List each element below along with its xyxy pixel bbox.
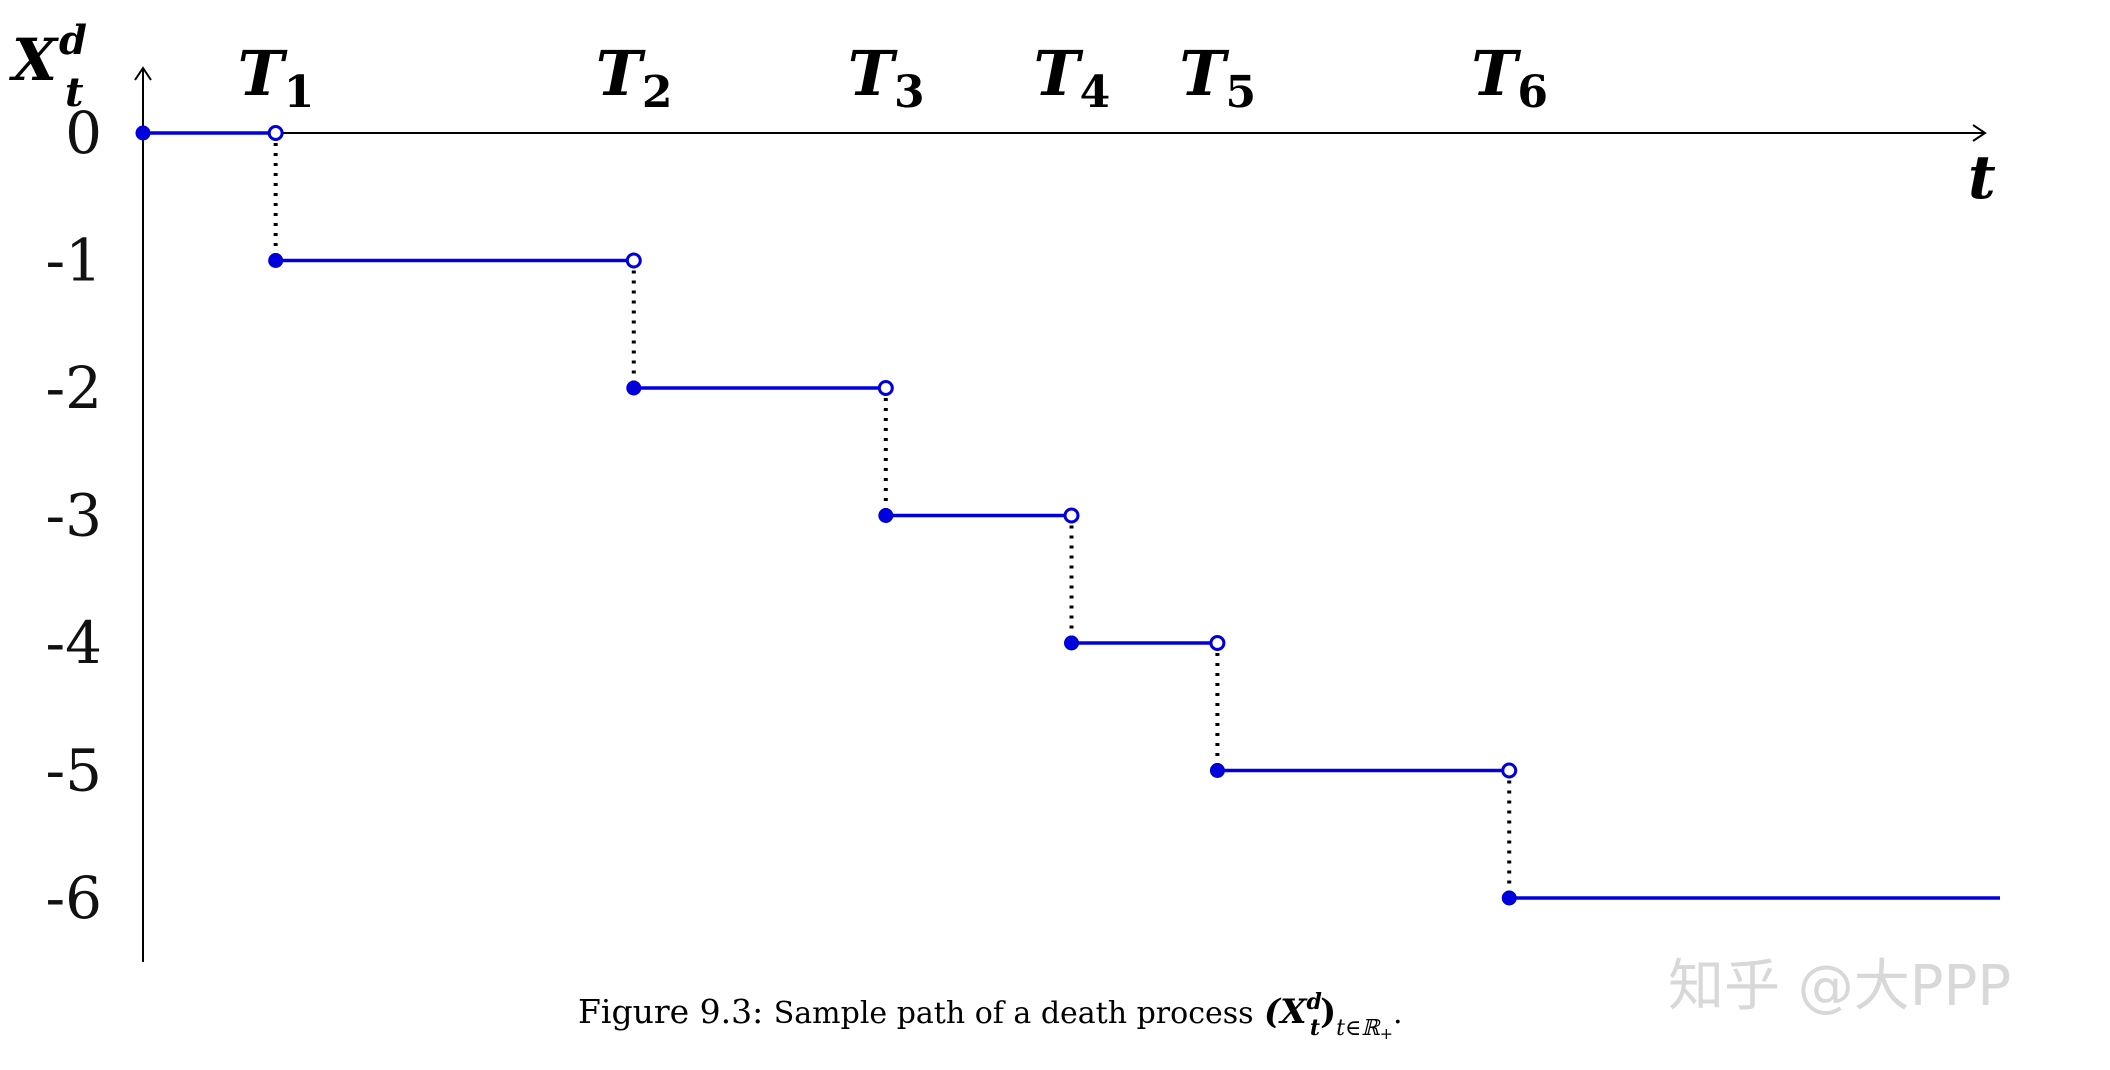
jump-time-label: T4 [1034, 37, 1111, 118]
watermark-text: 知乎 @大PPP [1668, 954, 2011, 1019]
y-axis-arrowhead [134, 66, 152, 81]
closed-endpoint-marker [878, 508, 894, 523]
y-axis-label-main: X [8, 26, 59, 94]
axes [134, 66, 1987, 962]
jump-time-label-main: T [596, 37, 646, 110]
jump-time-label-sub: 3 [894, 67, 925, 118]
jump-time-label-sub: 4 [1080, 67, 1111, 118]
jump-time-label-main: T [1471, 37, 1521, 110]
caption-end: . [1393, 996, 1403, 1031]
x-axis-label: t [1968, 143, 1996, 213]
jump-time-label-sub: 1 [284, 67, 315, 118]
caption-math-tail-sub: t∈ℝ [1336, 1016, 1381, 1041]
caption-prefix: Figure 9.3: [578, 992, 763, 1031]
jump-time-label-main: T [238, 37, 288, 110]
step-segments [143, 131, 2000, 900]
closed-endpoint-marker [1501, 890, 1517, 906]
jump-time-label: T5 [1179, 37, 1256, 118]
y-tick-label: -2 [46, 354, 103, 422]
closed-endpoint-marker [1209, 763, 1225, 778]
jump-guide-lines [273, 133, 1512, 898]
y-tick-label: 0 [65, 99, 102, 167]
jump-time-label-sub: 6 [1517, 67, 1548, 118]
jump-time-label-sub: 2 [642, 67, 673, 118]
y-tick-label: -6 [46, 864, 103, 932]
closed-endpoint-marker [626, 380, 642, 396]
jump-time-label: T6 [1471, 37, 1548, 118]
y-tick-label: -3 [46, 482, 103, 550]
jump-time-label-main: T [1034, 37, 1084, 110]
caption-math-close: ) [1320, 992, 1336, 1032]
figure-caption: Figure 9.3: Sample path of a death proce… [578, 989, 1403, 1043]
y-tick-label: -5 [46, 737, 103, 805]
y-tick-label: -4 [46, 609, 103, 677]
closed-endpoint-marker [1064, 635, 1079, 651]
y-tick-labels: 0 -1 -2 -3 -4 -5 -6 [46, 99, 103, 932]
open-endpoint-marker [1063, 507, 1080, 524]
caption-math-sup: d [1307, 989, 1322, 1015]
jump-time-label: T2 [596, 37, 673, 118]
caption-math-tail-subsub: + [1380, 1024, 1393, 1043]
closed-endpoint-marker [135, 125, 151, 141]
step-markers [135, 125, 1518, 906]
jump-time-label-main: T [848, 37, 898, 110]
open-endpoint-marker [267, 125, 284, 141]
jump-time-label: T1 [238, 37, 315, 118]
y-axis-label-sub: t [65, 69, 84, 116]
jump-time-label-main: T [1179, 37, 1229, 110]
y-axis-label-sup: d [59, 17, 87, 64]
open-endpoint-marker [1209, 635, 1226, 651]
caption-math-main: (X [1264, 992, 1308, 1032]
open-endpoint-marker [625, 252, 642, 269]
closed-endpoint-marker [268, 253, 284, 268]
open-endpoint-marker [877, 380, 894, 396]
y-tick-label: -1 [46, 227, 103, 295]
open-endpoint-marker [1501, 762, 1518, 779]
caption-math-sub: t [1310, 1015, 1320, 1041]
jump-time-label: T3 [848, 37, 925, 118]
jump-time-label-sub: 5 [1226, 67, 1257, 118]
x-axis-arrowhead [1972, 124, 1987, 142]
caption-text: Sample path of a death process [774, 996, 1254, 1031]
